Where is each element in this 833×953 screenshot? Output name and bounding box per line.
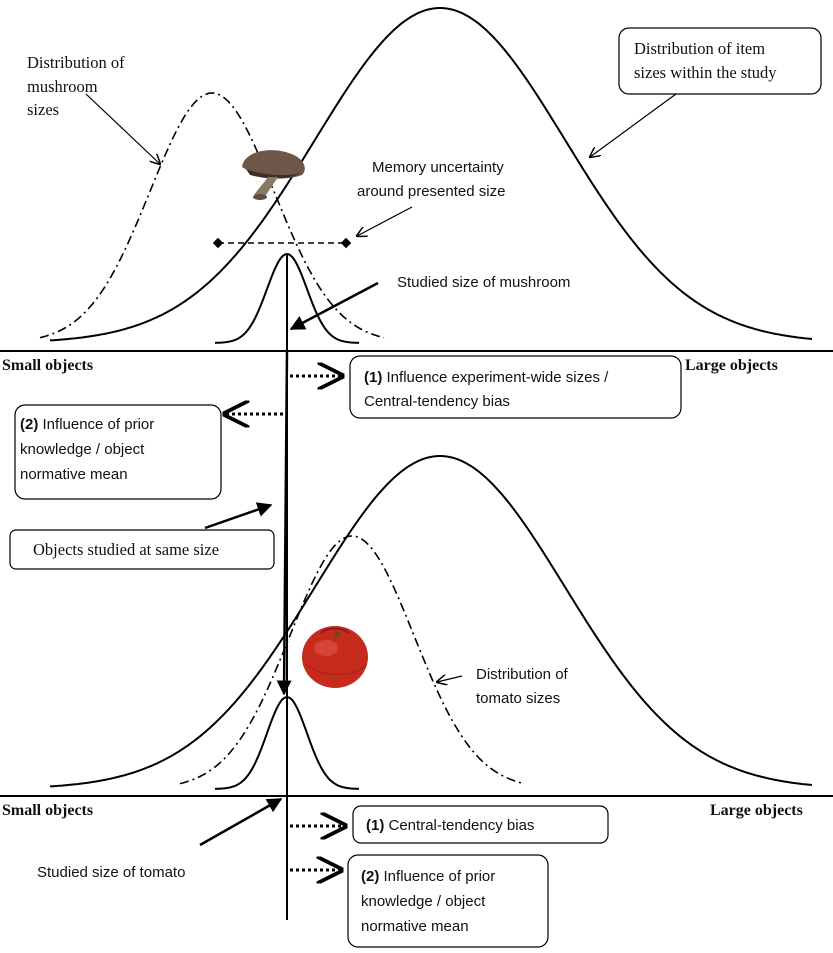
bottom-box2-line-3: normative mean xyxy=(361,918,469,935)
memory-uncertainty-curve-bottom xyxy=(214,695,360,790)
top-box1-line-1: (1) Influence experiment-wide sizes / xyxy=(364,369,609,386)
top-influence-experiment-box xyxy=(349,355,682,419)
item-size-distribution-curve xyxy=(49,7,813,342)
studied-size-tomato-label: Studied size of tomato xyxy=(37,864,185,881)
memory-uncertainty-curve xyxy=(214,252,360,344)
tomato-distribution-label: Distribution of tomato sizes xyxy=(476,666,569,707)
top-axis-small-label: Small objects xyxy=(2,357,93,374)
same-size-label: Objects studied at same size xyxy=(33,540,219,559)
bottom-central-tendency-box xyxy=(352,805,609,844)
top-box2-line-1: (2) Influence of prior xyxy=(20,416,154,433)
memory-uncertainty-line-2: around presented size xyxy=(357,183,505,200)
top-axis-large-label: Large objects xyxy=(685,357,778,374)
memory-uncertainty-pointer xyxy=(357,206,413,236)
bottom-box2-number: (2) xyxy=(361,868,379,885)
bottom-axis-large-label: Large objects xyxy=(710,802,803,819)
top-box2-line-3: normative mean xyxy=(20,466,128,483)
top-box2-line-2: knowledge / object xyxy=(20,441,145,458)
studied-size-tomato-pointer xyxy=(199,797,283,847)
bottom-axis-small-label: Small objects xyxy=(2,802,93,819)
tomato-distribution-pointer xyxy=(437,676,463,682)
item-distribution-pointer xyxy=(590,93,677,157)
mushroom-distribution-label: Distribution of mushroom sizes xyxy=(27,53,125,119)
bottom-box1-number: (1) xyxy=(366,817,384,834)
tomato-distribution-line-2: tomato sizes xyxy=(476,690,560,707)
bottom-box1-text: Central-tendency bias xyxy=(384,817,534,834)
top-prior-knowledge-box xyxy=(14,404,222,500)
top-box1-line-2: Central-tendency bias xyxy=(364,393,510,410)
item-distribution-line-1: Distribution of item xyxy=(634,39,765,58)
bottom-box2-line-1: (2) Influence of prior xyxy=(361,868,495,885)
mushroom-distribution-line-2: mushroom xyxy=(27,77,98,96)
studied-size-mushroom-pointer xyxy=(289,281,379,331)
top-box1-text: Influence experiment-wide sizes / xyxy=(382,369,609,386)
bottom-box1-line-1: (1) Central-tendency bias xyxy=(366,817,534,834)
tomato-icon xyxy=(302,626,368,688)
same-size-box xyxy=(9,529,275,570)
bottom-prior-knowledge-box xyxy=(347,854,549,948)
item-distribution-line-2: sizes within the study xyxy=(634,63,777,82)
studied-size-mushroom-label: Studied size of mushroom xyxy=(397,274,570,291)
top-box2-text: Influence of prior xyxy=(38,416,154,433)
mushroom-distribution-pointer xyxy=(85,93,160,164)
mushroom-icon xyxy=(242,150,305,200)
mushroom-distribution-line-3: sizes xyxy=(27,100,59,119)
top-box2-number: (2) xyxy=(20,416,38,433)
memory-uncertainty-line-1: Memory uncertainty xyxy=(372,159,504,176)
bottom-box2-line-2: knowledge / object xyxy=(361,893,486,910)
same-size-pointer xyxy=(204,502,273,530)
tomato-size-distribution-curve xyxy=(179,535,525,785)
item-size-distribution-curve-bottom xyxy=(49,455,813,788)
top-box1-number: (1) xyxy=(364,369,382,386)
mushroom-size-distribution-curve xyxy=(39,92,385,339)
item-distribution-box xyxy=(618,27,822,95)
mushroom-distribution-line-1: Distribution of xyxy=(27,53,125,72)
bottom-box2-text: Influence of prior xyxy=(379,868,495,885)
tomato-distribution-line-1: Distribution of xyxy=(476,666,569,683)
